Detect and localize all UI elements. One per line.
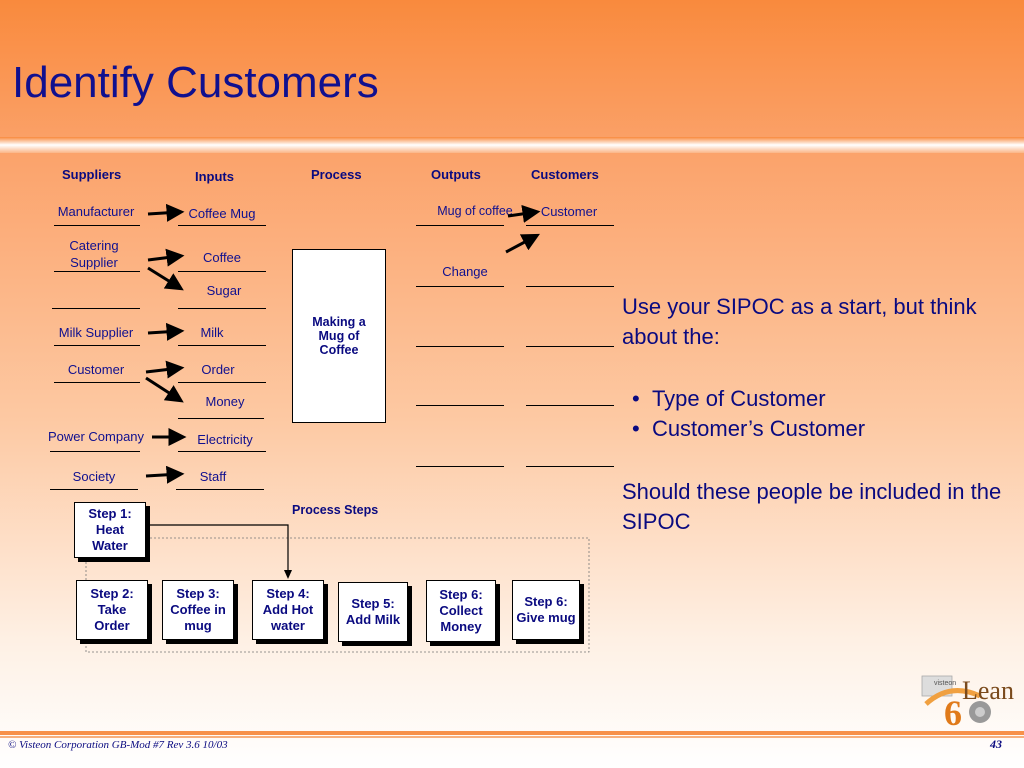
customer-line [526, 405, 614, 406]
arrow-icon [145, 360, 185, 379]
step-6-collect-box: Step 6: Collect Money [426, 580, 496, 642]
step-3-box: Step 3: Coffee in mug [162, 580, 234, 640]
arrow-icon [147, 248, 185, 267]
supplier-label: Society [72, 469, 116, 484]
input-label: Electricity [197, 432, 253, 447]
input-label: Coffee [202, 250, 242, 265]
supplier-line [52, 308, 140, 309]
arrow-icon [505, 233, 540, 254]
input-line [178, 271, 266, 272]
output-line [416, 225, 504, 226]
arrow-icon [147, 266, 184, 291]
arrow-icon [145, 376, 184, 403]
supplier-line [54, 271, 140, 272]
logo-lean-word: Lean [962, 676, 1014, 705]
output-line [416, 405, 504, 406]
side-question-text: Should these people be included in the S… [622, 479, 1002, 534]
side-intro-text: Use your SIPOC as a start, but think abo… [622, 294, 977, 349]
input-label: Sugar [206, 283, 242, 298]
input-line [178, 345, 266, 346]
input-line [178, 308, 266, 309]
input-label: Milk [200, 325, 224, 340]
output-label: Mug of coffee [437, 204, 513, 218]
header-suppliers: Suppliers [62, 167, 122, 182]
input-line [178, 382, 266, 383]
footer-bar [0, 731, 1024, 735]
supplier-label: Milk Supplier [58, 325, 134, 340]
customer-line [526, 225, 614, 226]
bullet-text: Customer’s Customer [651, 416, 866, 441]
input-line [176, 489, 264, 490]
input-label: Money [205, 394, 245, 409]
supplier-line [54, 345, 140, 346]
supplier-label: Manufacturer [57, 204, 135, 219]
page-number: 43 [990, 737, 1002, 751]
title-divider-band [0, 137, 1024, 153]
arrow-icon [147, 203, 185, 222]
input-line [178, 451, 266, 452]
process-steps-label: Process Steps [292, 503, 379, 517]
arrow-icon [145, 465, 185, 484]
lean-six-sigma-logo [921, 675, 991, 723]
output-line [416, 286, 504, 287]
bullet-item: • Customer’s Customer [632, 416, 866, 441]
step-5-box: Step 5: Add Milk [338, 582, 408, 642]
customer-line [526, 286, 614, 287]
supplier-label: Catering Supplier [69, 238, 119, 270]
footer-bar-secondary [0, 736, 1024, 738]
header-inputs: Inputs [195, 169, 234, 184]
customer-label: Customer [540, 204, 598, 219]
input-label: Staff [199, 469, 227, 484]
slide-title: Identify Customers [12, 58, 379, 107]
output-line [416, 466, 504, 467]
footer-copyright: © Visteon Corporation GB-Mod #7 Rev 3.6 … [8, 739, 228, 751]
step-1-box: Step 1: Heat Water [74, 502, 146, 558]
arrow-icon [507, 204, 541, 223]
step-6-give-box: Step 6: Give mug [512, 580, 580, 640]
header-process: Process [311, 167, 362, 182]
supplier-label: Customer [67, 362, 125, 377]
input-line [178, 418, 264, 419]
bullet-item: • Type of Customer [632, 386, 826, 411]
supplier-line [54, 225, 140, 226]
supplier-line [54, 382, 140, 383]
input-label: Coffee Mug [188, 206, 256, 221]
supplier-label: Power Company [47, 429, 145, 444]
header-outputs: Outputs [431, 167, 481, 182]
customer-line [526, 466, 614, 467]
process-box: Making a Mug of Coffee [292, 249, 386, 423]
step-4-box: Step 4: Add Hot water [252, 580, 324, 640]
bullet-text: Type of Customer [651, 386, 826, 411]
logo-small-text: visteon [934, 680, 957, 687]
input-line [178, 225, 266, 226]
step-2-box: Step 2: Take Order [76, 580, 148, 640]
arrow-icon [147, 322, 185, 341]
side-bullet-list: • Type of Customer • Customer’s Customer [632, 384, 865, 444]
supplier-line [50, 489, 138, 490]
customer-line [526, 346, 614, 347]
input-label: Order [201, 362, 235, 377]
supplier-line [50, 451, 140, 452]
logo-six-digit: 6 [944, 693, 962, 733]
header-customers: Customers [531, 167, 599, 182]
output-line [416, 346, 504, 347]
output-label: Change [442, 264, 488, 279]
